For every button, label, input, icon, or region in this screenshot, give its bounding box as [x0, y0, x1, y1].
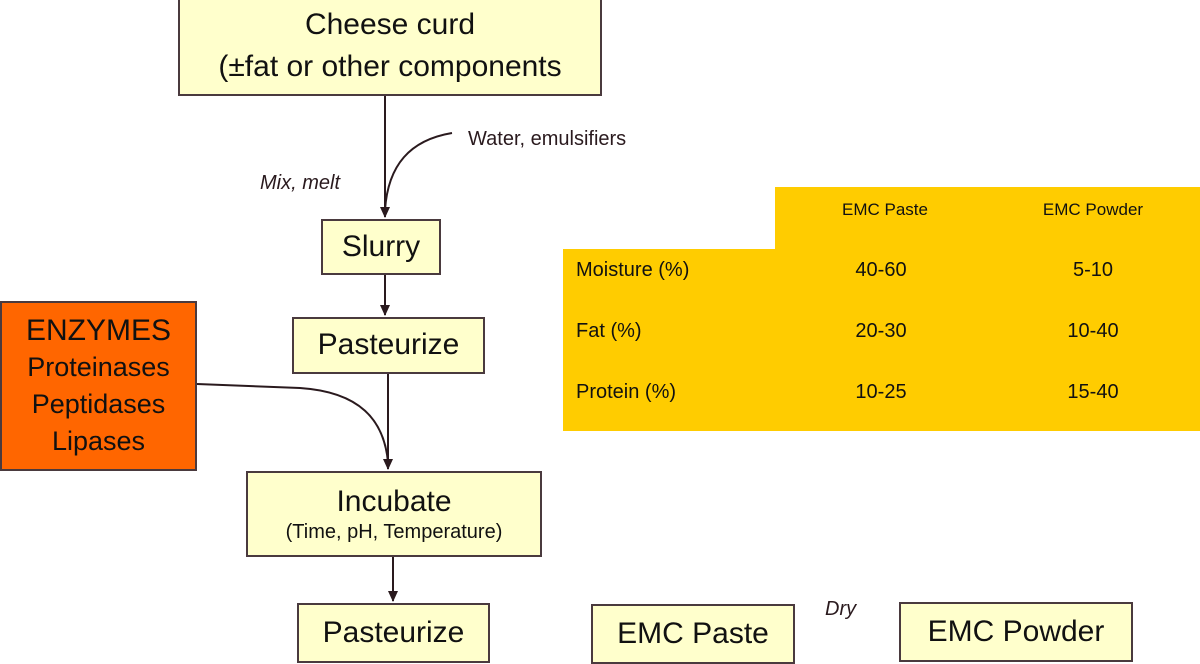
- enzyme-item: Proteinases: [27, 351, 170, 382]
- enzyme-item: Peptidases: [31, 388, 166, 419]
- node-slurry: Slurry: [321, 219, 441, 275]
- slurry-label: Slurry: [341, 229, 421, 263]
- cell-paste: 20-30: [855, 320, 907, 342]
- incubate-label: Incubate: [336, 485, 452, 518]
- node-pasteurize-1: Pasteurize: [292, 317, 485, 374]
- node-pasteurize-2: Pasteurize: [297, 603, 490, 663]
- row-label: Moisture (%): [576, 259, 690, 281]
- incubate-conditions: (Time, pH, Temperature): [285, 521, 503, 543]
- arrow-enzymes-to-incubate: [196, 383, 389, 463]
- label-water-emulsifiers: Water, emulsifiers: [468, 128, 627, 150]
- composition-table: EMC Paste EMC Powder Moisture (%) 40-60 …: [563, 187, 1200, 431]
- arrowhead-pasteurize: [380, 305, 390, 316]
- table-header-background: [775, 187, 1200, 249]
- enzymes-title: ENZYMES: [25, 313, 172, 347]
- label-mix-melt: Mix, melt: [260, 172, 340, 194]
- pasteurize-1-label: Pasteurize: [317, 328, 460, 362]
- cell-powder: 15-40: [1067, 381, 1119, 403]
- cell-powder: 5-10: [1072, 259, 1114, 281]
- row-label: Protein (%): [576, 381, 677, 403]
- column-header-emc-paste: EMC Paste: [842, 200, 928, 219]
- cell-paste: 10-25: [855, 381, 907, 403]
- cell-powder: 10-40: [1067, 320, 1119, 342]
- arrow-water-emulsifiers: [384, 132, 453, 211]
- table-row: Protein (%) 10-25 15-40: [563, 373, 1200, 413]
- node-emc-powder: EMC Powder: [899, 602, 1133, 662]
- arrowhead-slurry: [380, 207, 390, 218]
- emc-powder-label: EMC Powder: [927, 615, 1105, 648]
- label-dry: Dry: [825, 598, 857, 620]
- arrowhead-pasteurize-2: [388, 591, 398, 602]
- node-incubate: Incubate (Time, pH, Temperature): [246, 471, 542, 557]
- cell-paste: 40-60: [855, 259, 907, 281]
- pasteurize-2-label: Pasteurize: [322, 616, 465, 649]
- emc-paste-label: EMC Paste: [617, 617, 769, 650]
- cheese-curd-subtitle: (±fat or other components: [218, 50, 562, 83]
- column-header-emc-powder: EMC Powder: [1042, 200, 1144, 219]
- arrowhead-incubate: [383, 459, 393, 470]
- table-body-background: [563, 249, 1200, 431]
- node-enzymes: ENZYMES Proteinases Peptidases Lipases: [0, 301, 197, 471]
- row-label: Fat (%): [576, 320, 642, 342]
- node-cheese-curd: Cheese curd (±fat or other components: [178, 0, 602, 96]
- table-row: Fat (%) 20-30 10-40: [563, 312, 1200, 352]
- enzyme-item: Lipases: [51, 425, 146, 456]
- node-emc-paste: EMC Paste: [591, 604, 795, 664]
- flow-arrows: [196, 96, 453, 602]
- cheese-curd-title: Cheese curd: [304, 8, 476, 41]
- table-row: Moisture (%) 40-60 5-10: [563, 251, 1200, 291]
